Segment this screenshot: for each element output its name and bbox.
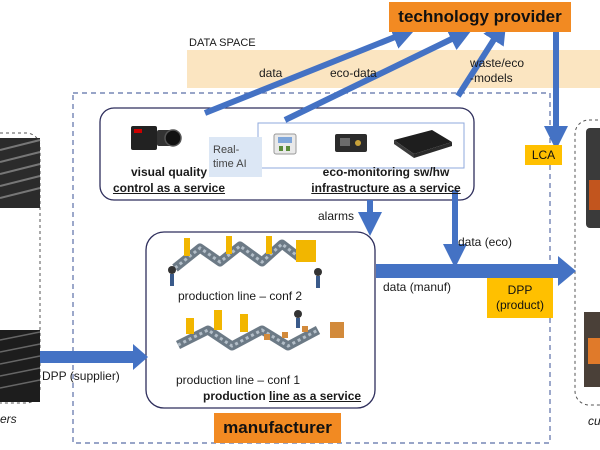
customer-stove-image xyxy=(584,128,600,387)
energy-meter-icon xyxy=(273,133,297,155)
lca-box: LCA xyxy=(525,145,562,165)
production-line-conf1-label: production line – conf 1 xyxy=(176,373,301,387)
visual-quality-line2: control as a service xyxy=(112,181,226,195)
eco-monitoring-line2: infrastructure as a service xyxy=(311,181,461,195)
data-manuf-label: data (manuf) xyxy=(383,280,452,294)
data-space-label: DATA SPACE xyxy=(189,37,256,49)
production-line-conf2-illustration xyxy=(168,236,322,288)
arrow-dpp-supplier-shaft xyxy=(37,351,135,363)
alarms-label: alarms xyxy=(318,209,355,223)
realtime-ai-line1: Real- xyxy=(213,144,240,156)
edge-computer-icon xyxy=(394,130,452,158)
waste-models-label: waste/eco -models xyxy=(470,56,524,86)
dpp-product-line1: DPP xyxy=(507,283,533,297)
production-line-conf1-illustration xyxy=(175,310,344,351)
waste-models-line1: waste/eco xyxy=(470,56,525,70)
arrow-dpp-supplier-head xyxy=(133,344,148,370)
arrow-data xyxy=(203,26,417,116)
production-service-label: production line as a service xyxy=(203,389,361,403)
supplier-material-image xyxy=(0,138,41,402)
technology-provider-box: technology provider xyxy=(389,2,571,32)
realtime-ai-box: Real- time AI xyxy=(209,137,262,177)
supplier-caption: ers xyxy=(0,412,17,426)
dpp-product-line2: (product) xyxy=(495,298,545,312)
waste-models-line2: -models xyxy=(470,71,513,85)
eco-monitoring-label: eco-monitoring sw/hw infrastructure as a… xyxy=(300,164,472,196)
camera-icon xyxy=(131,126,182,150)
sensor-board-icon xyxy=(335,134,367,152)
production-service-underlined: line as a service xyxy=(269,389,362,403)
production-service-bold: production xyxy=(203,389,266,403)
supplier-frame xyxy=(0,132,41,404)
customer-caption: cu xyxy=(588,414,600,428)
visual-quality-label: visual quality control as a service xyxy=(105,164,233,196)
dpp-supplier-label: DPP (supplier) xyxy=(42,369,120,383)
manufacturer-box: manufacturer xyxy=(214,413,341,443)
arrow-waste-models xyxy=(455,19,507,98)
eco-monitoring-line1: eco-monitoring sw/hw xyxy=(322,165,450,179)
arrow-eco-data xyxy=(283,28,473,123)
arrow-data-manuf-head xyxy=(558,256,576,286)
dpp-product-box: DPP (product) xyxy=(487,278,553,318)
data-eco-label: data (eco) xyxy=(458,235,513,249)
data-label: data xyxy=(259,66,283,80)
production-line-conf2-label: production line – conf 2 xyxy=(178,289,303,303)
arrow-data-manuf-shaft xyxy=(376,264,560,278)
visual-quality-line1: visual quality xyxy=(130,165,208,179)
realtime-ai-line2: time AI xyxy=(213,158,247,170)
eco-data-label: eco-data xyxy=(330,66,377,80)
